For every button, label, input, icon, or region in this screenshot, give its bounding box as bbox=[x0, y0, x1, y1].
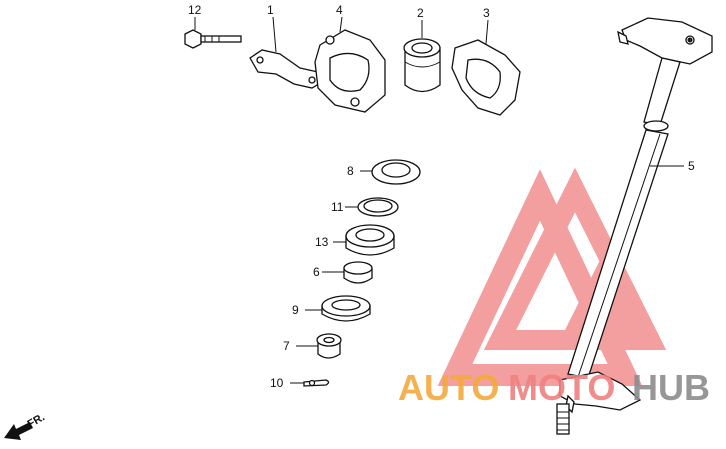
callout-4: 4 bbox=[336, 3, 343, 17]
callout-12: 12 bbox=[188, 3, 202, 17]
callout-1: 1 bbox=[267, 3, 274, 17]
part-8-oil-seal bbox=[371, 159, 421, 185]
direction-label: FR. bbox=[26, 411, 47, 430]
callout-10: 10 bbox=[270, 376, 284, 390]
part-6-collar bbox=[343, 261, 373, 284]
part-7-nut bbox=[316, 333, 342, 359]
callout-2: 2 bbox=[417, 6, 424, 20]
part-5-steering-shaft bbox=[556, 17, 713, 435]
leader-3 bbox=[485, 19, 489, 45]
callout-5: 5 bbox=[688, 159, 695, 173]
watermark-word-hub: HUB bbox=[632, 367, 710, 408]
part-12-bolt bbox=[184, 29, 242, 49]
part-3-holder-half bbox=[451, 39, 521, 116]
part-4-holder bbox=[314, 29, 386, 113]
callout-6: 6 bbox=[313, 265, 320, 279]
callout-7: 7 bbox=[283, 339, 290, 353]
part-11-ring bbox=[357, 197, 399, 217]
callout-13: 13 bbox=[315, 235, 329, 249]
watermark-word-auto: AUTO bbox=[398, 367, 499, 408]
callout-3: 3 bbox=[483, 6, 490, 20]
leader-4 bbox=[339, 16, 343, 33]
part-1-plate bbox=[249, 49, 323, 89]
watermark-text: AUTO MOTO HUB bbox=[398, 367, 710, 408]
leader-1 bbox=[272, 16, 277, 53]
callout-11: 11 bbox=[331, 200, 344, 214]
part-9-seal bbox=[321, 295, 371, 322]
callout-8: 8 bbox=[347, 164, 354, 178]
direction-arrow-icon bbox=[4, 422, 33, 440]
part-2-bushing bbox=[403, 38, 441, 93]
part-10-cotter-pin bbox=[303, 379, 330, 387]
callout-9: 9 bbox=[292, 303, 299, 317]
watermark-word-moto: MOTO bbox=[508, 367, 615, 408]
part-13-bearing bbox=[345, 224, 395, 256]
